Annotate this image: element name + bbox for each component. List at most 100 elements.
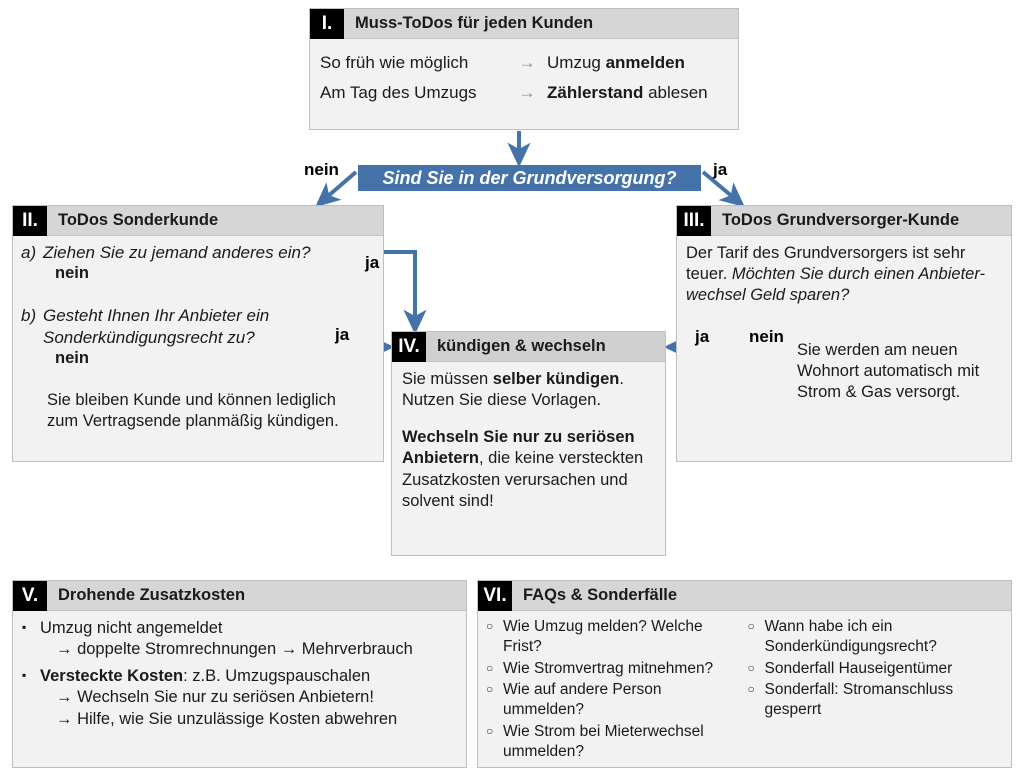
box4-p1-plain1: Sie müssen	[402, 370, 493, 388]
question-a-marker: a)	[21, 243, 37, 262]
faq-item[interactable]: ○ Sonderfall: Stromanschluss gesperrt	[748, 680, 1004, 720]
right-arrow-icon: →	[518, 53, 536, 72]
box5-header: V. Drohende Zusatzkosten	[13, 580, 466, 611]
box2-body: a) Ziehen Sie zu jemand anderes ein? nei…	[13, 236, 383, 440]
list-item: ▪ Versteckte Kosten: z.B. Umzugspauschal…	[22, 666, 457, 730]
box2a-ja-label: ja	[365, 253, 380, 272]
question-b-line1: Gesteht Ihnen Ihr Anbieter ein	[43, 306, 270, 326]
box3-nein-label: nein	[749, 327, 784, 346]
box2-outcome: Sie bleiben Kunde und können lediglich z…	[47, 390, 375, 432]
box3-tail-line2: Wohnort automatisch mit	[797, 361, 980, 380]
box4-title: kündigen & wechseln	[437, 337, 606, 355]
todo-row: Am Tag des Umzugs → Zählerstand ablesen	[320, 82, 728, 104]
list-item-plain: Umzug nicht angemeldet	[40, 619, 223, 637]
box2-header: II. ToDos Sonderkunde	[13, 205, 383, 236]
box2-outcome-line2: zum Vertragsende planmäßig kündigen.	[47, 411, 339, 430]
faq-item-label: Sonderfall Hauseigentümer	[764, 659, 953, 677]
box3-header: III. ToDos Grundversorger-Kunde	[677, 205, 1011, 236]
circle-bullet-icon: ○	[486, 660, 494, 675]
box1-body: So früh wie möglich → Umzug anmelden Am …	[310, 39, 738, 120]
box-muss-todos: I. Muss-ToDos für jeden Kunden So früh w…	[309, 8, 739, 130]
faq-item[interactable]: ○ Wie auf andere Person ummelden?	[486, 680, 742, 720]
box2a-nein-label: nein	[55, 264, 89, 283]
box3-tail-line1: Sie werden am neuen	[797, 341, 958, 359]
box-todos-sonderkunde: II. ToDos Sonderkunde a) Ziehen Sie zu j…	[12, 205, 384, 462]
question-b-marker: b)	[21, 306, 37, 326]
right-arrow-icon: →	[518, 82, 536, 102]
faq-item[interactable]: ○ Wie Stromvertrag mitnehmen?	[486, 659, 742, 679]
branch-label-nein: nein	[304, 160, 339, 179]
box4-p2-plain: , die keine versteckten Zusatzkosten ver…	[402, 449, 644, 511]
box3-title: ToDos Grundversorger-Kunde	[722, 211, 960, 229]
box5-body: ▪ Umzug nicht angemeldet → doppelte Stro…	[13, 611, 466, 742]
box-todos-grundversorger-kunde: III. ToDos Grundversorger-Kunde Der Tari…	[676, 205, 1012, 462]
box3-tail-line3: Strom & Gas versorgt.	[797, 382, 961, 401]
todo-action: Zählerstand ablesen	[547, 82, 708, 104]
box2-outcome-line1: Sie bleiben Kunde und können lediglich	[47, 390, 336, 409]
box4-p1-plain2: . Nutzen Sie diese Vorlagen.	[402, 370, 624, 410]
box-kuendigen-wechseln: IV. kündigen & wechseln Sie müssen selbe…	[391, 331, 666, 556]
box4-header: IV. kündigen & wechseln	[392, 331, 665, 362]
box4-paragraph-2: Wechseln Sie nur zu seriösen Anbietern, …	[402, 427, 655, 513]
decision-grundversorgung[interactable]: Sind Sie in der Grundversorgung?	[358, 165, 701, 191]
list-item-plain: : z.B. Umzugspauschalen	[183, 666, 371, 685]
question-a-text: Ziehen Sie zu jemand anderes ein?	[43, 243, 311, 262]
list-sub-line: → doppelte Stromrechnungen → Mehrverbrau…	[56, 640, 413, 659]
list-item-body: Versteckte Kosten: z.B. Umzugspauschalen…	[40, 666, 457, 730]
box3-body: Der Tarif des Grundversorgers ist sehr t…	[677, 236, 1011, 313]
todo-when: Am Tag des Umzugs	[320, 82, 477, 102]
faq-item[interactable]: ○ Wie Umzug melden? Welche Frist?	[486, 617, 742, 657]
faq-item-label: Wie Umzug melden? Welche Frist?	[503, 618, 703, 655]
faq-item-label: Sonderfall: Stromanschluss gesperrt	[764, 681, 954, 719]
faq-item-label: Wann habe ich ein Sonderkündigungsrecht?	[764, 618, 937, 655]
box1-numeral: I.	[310, 8, 344, 39]
faq-item-label: Wie auf andere Person ummelden?	[503, 681, 662, 719]
box3-numeral: III.	[677, 205, 711, 236]
circle-bullet-icon: ○	[747, 682, 755, 697]
list-item-bold: Versteckte Kosten	[40, 666, 184, 685]
branch-label-ja: ja	[713, 160, 728, 179]
faq-item-label: Wie Stromvertrag mitnehmen?	[503, 659, 714, 677]
todo-action-bold: anmelden	[605, 53, 685, 72]
box-faqs-sonderfaelle: VI. FAQs & Sonderfälle ○ Wie Umzug melde…	[477, 580, 1012, 768]
box3-text: Der Tarif des Grundversorgers ist sehr t…	[686, 243, 1002, 306]
faq-column-left: ○ Wie Umzug melden? Welche Frist? ○ Wie …	[486, 617, 742, 764]
question-a: a) Ziehen Sie zu jemand anderes ein?	[21, 242, 375, 263]
list-sub-line: → Hilfe, wie Sie unzulässige Kosten abwe…	[56, 709, 398, 728]
question-b-line2: Sonderkündigungsrecht zu?	[43, 327, 255, 347]
square-bullet-icon: ▪	[22, 620, 27, 634]
box2-title: ToDos Sonderkunde	[58, 211, 219, 229]
faq-item[interactable]: ○ Sonderfall Hauseigentümer	[748, 659, 1004, 679]
todo-action-plain: Umzug	[547, 53, 606, 72]
circle-bullet-icon: ○	[486, 724, 494, 739]
faq-item[interactable]: ○ Wie Strom bei Mieterwechsel ummelden?	[486, 722, 742, 762]
box4-body: Sie müssen selber kündigen. Nutzen Sie d…	[392, 362, 665, 520]
todo-action-bold: Zählerstand	[547, 82, 644, 102]
box4-p1-bold: selber kündigen	[492, 370, 620, 388]
circle-bullet-icon: ○	[486, 619, 494, 633]
list-item: ▪ Umzug nicht angemeldet → doppelte Stro…	[22, 618, 457, 661]
box1-header: I. Muss-ToDos für jeden Kunden	[310, 8, 738, 39]
box3-text-italic: Möchten Sie durch einen Anbieter-wechsel…	[686, 264, 986, 304]
square-bullet-icon: ▪	[22, 667, 27, 682]
list-item-body: Umzug nicht angemeldet → doppelte Stromr…	[40, 618, 457, 661]
box6-body: ○ Wie Umzug melden? Welche Frist? ○ Wie …	[478, 611, 1011, 770]
faq-columns: ○ Wie Umzug melden? Welche Frist? ○ Wie …	[486, 617, 1003, 764]
box4-numeral: IV.	[392, 331, 426, 362]
box1-title: Muss-ToDos für jeden Kunden	[355, 14, 594, 32]
todo-action: Umzug anmelden	[547, 52, 685, 74]
faq-item[interactable]: ○ Wann habe ich ein Sonderkündigungsrech…	[748, 617, 1004, 657]
todo-action-tail: ablesen	[643, 82, 708, 102]
faq-item-label: Wie Strom bei Mieterwechsel ummelden?	[503, 723, 704, 760]
circle-bullet-icon: ○	[747, 660, 755, 675]
todo-row: So früh wie möglich → Umzug anmelden	[320, 52, 728, 74]
circle-bullet-icon: ○	[747, 619, 755, 633]
box3-text-plain: Der Tarif des Grundversorgers ist sehr t…	[686, 244, 966, 283]
list-sub-line: → Wechseln Sie nur zu seriösen Anbietern…	[56, 688, 374, 707]
box4-p2-bold: Wechseln Sie nur zu seriösen Anbietern	[402, 427, 635, 468]
box3-tail-text: Sie werden am neuen Wohnort automatisch …	[797, 340, 997, 403]
box5-title: Drohende Zusatzkosten	[58, 586, 246, 604]
faq-column-right: ○ Wann habe ich ein Sonderkündigungsrech…	[748, 617, 1004, 764]
